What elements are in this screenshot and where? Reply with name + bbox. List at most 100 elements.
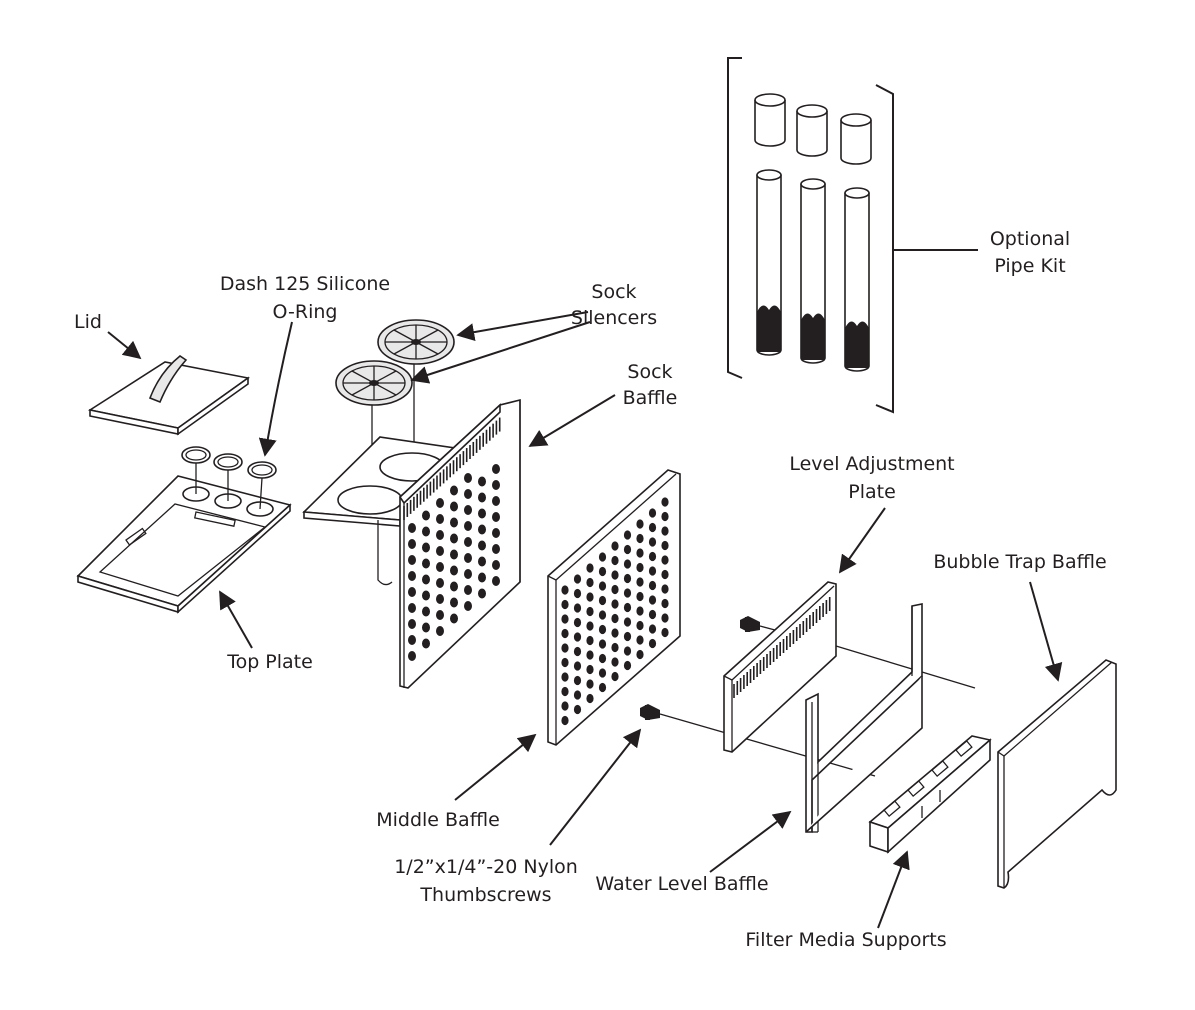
baffle-hole	[573, 690, 582, 700]
baffle-hole	[408, 635, 416, 645]
baffle-hole	[661, 540, 669, 551]
optional-pipe-kit-label-line2: Pipe Kit	[994, 255, 1065, 277]
baffle-hole	[573, 661, 582, 671]
baffle-hole	[636, 577, 644, 587]
baffle-hole	[436, 546, 444, 556]
baffle-hole	[611, 555, 619, 566]
baffle-hole	[492, 512, 500, 522]
long-pipe	[844, 187, 870, 372]
baffle-hole	[586, 606, 594, 617]
baffle-hole	[661, 526, 669, 536]
long-pipe	[800, 178, 826, 364]
baffle-hole	[573, 646, 582, 657]
baffle-hole	[661, 584, 669, 594]
baffle-hole	[648, 537, 657, 547]
baffle-hole	[450, 613, 458, 624]
baffle-hole	[661, 613, 669, 623]
long-pipe	[756, 169, 782, 356]
baffle-hole	[573, 588, 582, 599]
baffle-hole	[408, 651, 416, 661]
baffle-hole	[661, 497, 669, 507]
sock-silencers-label-line1: Sock	[591, 281, 636, 303]
level-adjustment-plate	[723, 581, 976, 753]
baffle-hole	[611, 570, 619, 580]
baffle-hole	[561, 672, 569, 682]
baffle-hole	[573, 675, 582, 686]
baffle-hole	[422, 526, 430, 537]
sock-baffle	[302, 398, 521, 689]
baffle-hole	[623, 530, 632, 540]
baffle-hole	[636, 562, 644, 573]
baffle-hole	[598, 682, 607, 693]
baffle-hole	[561, 715, 569, 726]
baffle-hole	[573, 632, 582, 642]
baffle-hole	[636, 591, 644, 602]
baffle-hole	[492, 464, 500, 474]
baffle-hole	[450, 501, 458, 512]
lid	[87, 355, 250, 436]
baffle-hole	[422, 574, 430, 585]
baffle-hole	[573, 574, 582, 584]
baffle-hole	[648, 595, 657, 605]
baffle-hole	[586, 679, 594, 689]
baffle-hole	[586, 693, 594, 704]
baffle-hole	[408, 603, 416, 613]
baffle-hole	[464, 489, 472, 499]
baffle-hole	[450, 581, 458, 592]
baffle-hole	[611, 584, 619, 595]
baffle-hole	[598, 624, 607, 635]
baffle-hole	[464, 601, 472, 611]
sock-silencer	[377, 319, 455, 365]
short-pipe	[840, 113, 872, 165]
baffle-hole	[408, 619, 416, 629]
baffle-hole	[408, 523, 416, 533]
baffle-hole	[598, 581, 607, 591]
short-pipe	[796, 104, 828, 157]
baffle-hole	[661, 555, 669, 565]
baffle-hole	[422, 622, 430, 633]
baffle-hole	[661, 598, 669, 609]
thumbscrews-label-line2: Thumbscrews	[419, 884, 551, 906]
baffle-hole	[561, 701, 569, 711]
baffle-hole	[623, 617, 632, 627]
baffle-hole	[648, 580, 657, 591]
baffle-hole	[598, 595, 607, 606]
baffle-hole	[623, 660, 632, 671]
baffle-hole	[492, 496, 500, 506]
baffle-hole	[598, 552, 607, 562]
baffle-hole	[422, 558, 430, 569]
baffle-hole	[478, 556, 486, 567]
baffle-hole	[648, 551, 657, 562]
baffle-hole	[422, 542, 430, 553]
bubble-trap-baffle	[997, 659, 1117, 889]
baffle-hole	[478, 540, 486, 551]
o-ring-label-line1: Dash 125 Silicone	[220, 273, 390, 295]
baffle-hole	[561, 643, 569, 653]
optional-pipe-kit: Optional Pipe Kit	[727, 57, 1070, 414]
baffle-hole	[586, 650, 594, 660]
baffle-hole	[436, 578, 444, 588]
baffle-hole	[586, 621, 594, 631]
baffle-hole	[408, 555, 416, 565]
filter-media-supports	[868, 735, 992, 854]
baffle-hole	[464, 585, 472, 595]
baffle-hole	[636, 533, 644, 544]
baffle-hole	[623, 631, 632, 642]
baffle-hole	[492, 480, 500, 490]
level-adjustment-label-line1: Level Adjustment	[789, 453, 954, 475]
sock-baffle-label-line2: Baffle	[623, 387, 678, 409]
sock-baffle-label-line1: Sock	[627, 361, 672, 383]
baffle-hole	[478, 508, 486, 519]
baffle-hole	[598, 653, 607, 664]
baffle-hole	[611, 599, 619, 609]
baffle-hole	[623, 588, 632, 598]
baffle-hole	[436, 626, 444, 636]
baffle-hole	[636, 606, 644, 616]
baffle-hole	[648, 508, 657, 518]
baffle-hole	[611, 541, 619, 551]
baffle-hole	[623, 544, 632, 555]
baffle-hole	[436, 514, 444, 524]
baffle-hole	[661, 511, 669, 522]
baffle-hole	[598, 610, 607, 620]
baffle-hole	[561, 585, 569, 595]
